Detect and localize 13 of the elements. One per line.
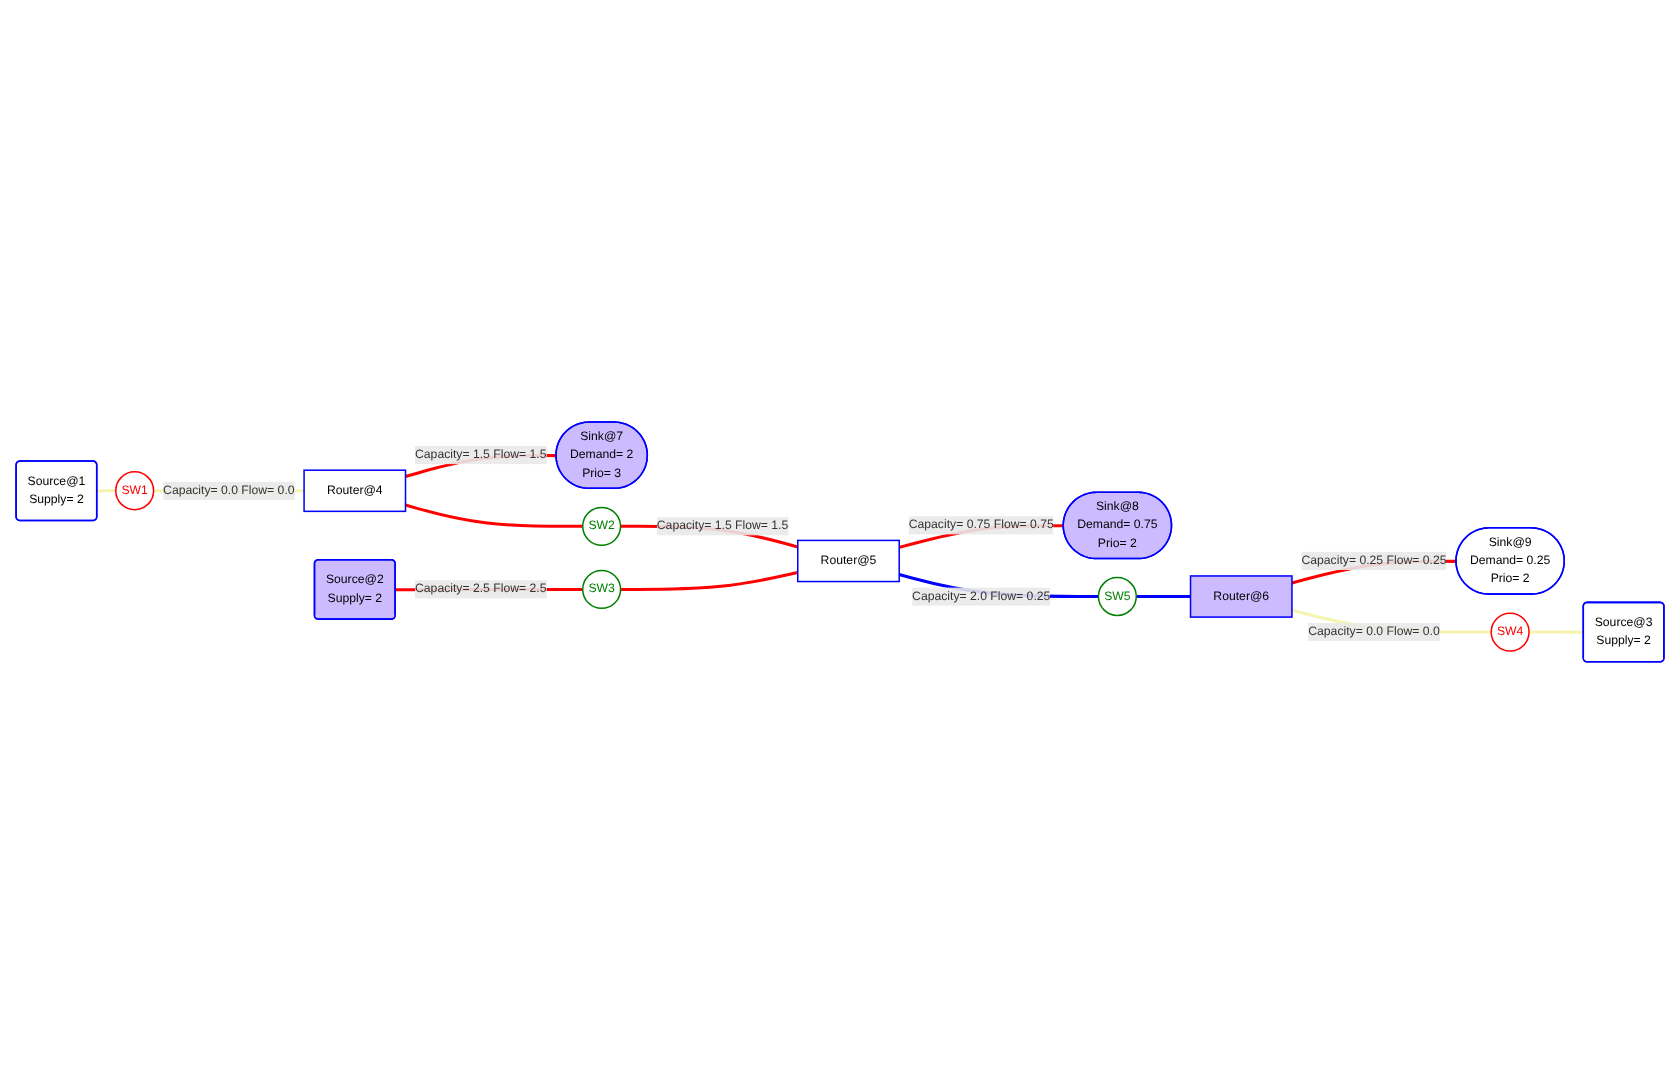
node-box — [302, 468, 406, 512]
node-circle — [1096, 575, 1137, 616]
connector — [619, 570, 798, 590]
connector — [1135, 594, 1190, 598]
node-circle — [1489, 611, 1529, 651]
node-box — [796, 538, 899, 582]
connector — [96, 488, 115, 492]
connector — [404, 502, 582, 527]
node-circle — [114, 470, 154, 510]
node-circle — [580, 568, 621, 609]
connector — [1528, 629, 1583, 634]
node-box — [1188, 574, 1292, 617]
node-circle — [580, 505, 621, 546]
